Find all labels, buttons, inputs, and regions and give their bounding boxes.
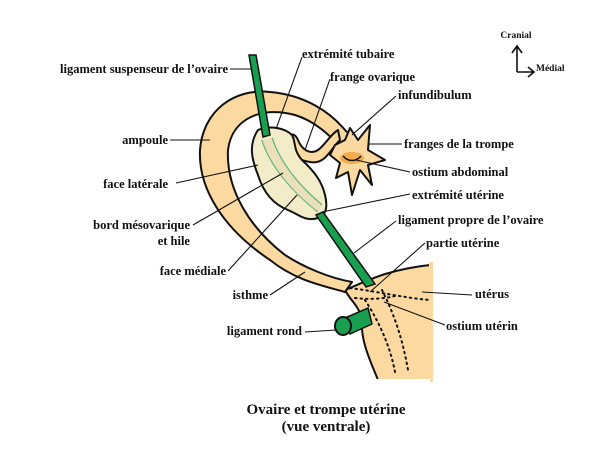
arrow-right-icon [517, 66, 536, 78]
leader-ligament-rond [304, 329, 337, 333]
orientation-indicator: Cranial Médial [500, 31, 565, 78]
leader-frange-ovarique [304, 78, 331, 151]
label-ostium-uterin: ostium utérin [446, 319, 518, 333]
uterine-tube-shape [198, 90, 363, 293]
label-uterus: utérus [475, 287, 509, 301]
leader-ostium-abdominal [355, 159, 411, 173]
leader-extremite-uterine [321, 193, 411, 213]
leader-face-laterale [175, 164, 259, 184]
label-ampoule: ampoule [122, 133, 168, 147]
label-ligament-suspenseur: ligament suspenseur de l’ovaire [60, 62, 228, 76]
label-face-mediale: face médiale [160, 264, 227, 278]
label-infundibulum: infundibulum [398, 88, 472, 102]
figure-title: Ovaire et trompe utérine [247, 402, 406, 418]
leader-infundibulum [351, 95, 397, 136]
label-extremite-uterine: extrémité utérine [412, 188, 504, 202]
leader-bord-mesovarique [192, 172, 284, 226]
label-partie-uterine: partie utérine [426, 236, 500, 250]
label-ostium-abdominal: ostium abdominal [412, 165, 509, 179]
orientation-cranial-label: Cranial [500, 31, 532, 41]
figure-subtitle: (vue ventrale) [282, 419, 371, 435]
suspensory-ligament [248, 54, 271, 138]
label-isthme: isthme [233, 288, 269, 302]
leader-face-mediale [227, 194, 298, 272]
leader-ligament-propre [353, 220, 397, 254]
arrow-up-icon [511, 44, 523, 72]
label-frange-ovarique: frange ovarique [330, 70, 416, 84]
label-extremite-tubaire: extrémité tubaire [302, 47, 395, 61]
leader-uterus [421, 291, 473, 296]
ostium-abdominal-shape [340, 152, 364, 164]
leader-extremite-tubaire [275, 56, 303, 130]
label-face-laterale: face latérale [103, 177, 168, 191]
leader-partie-uterine [369, 242, 426, 293]
leader-ostium-uterin [383, 301, 446, 326]
leader-isthme [269, 271, 306, 296]
proper-ovarian-ligament [314, 211, 377, 288]
label-ligament-rond: ligament rond [227, 324, 302, 338]
label-ligament-propre: ligament propre de l’ovaire [398, 213, 544, 227]
label-bord-mesovarique: bord mésovarique [93, 218, 190, 232]
ovarian-fimbria-shape [285, 129, 341, 164]
uterus-shape [343, 263, 431, 381]
label-franges-trompe: franges de la trompe [404, 137, 514, 151]
orientation-medial-label: Médial [536, 64, 565, 74]
label-et-hile: et hile [158, 234, 191, 248]
